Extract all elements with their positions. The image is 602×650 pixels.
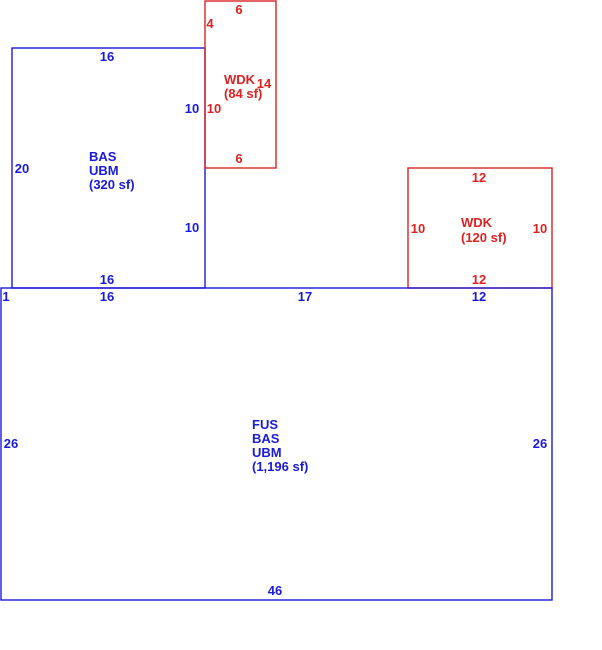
dim-wdk-small-right: 14 (257, 76, 272, 91)
dim-fus-top-b: 17 (298, 289, 312, 304)
area-wdk-right-code: WDK (461, 215, 493, 230)
dim-bas-right-upper: 10 (185, 101, 199, 116)
area-wdk-small-size: (84 sf) (224, 86, 262, 101)
dim-wdk-right-right: 10 (533, 221, 547, 236)
dim-wdk-right-top: 12 (472, 170, 486, 185)
dim-fus-top-a: 16 (100, 289, 114, 304)
dim-wdk-small-left-top: 4 (206, 16, 214, 31)
dim-fus-top-left-small: 1 (2, 289, 9, 304)
fus-main-outline (0, 287, 553, 601)
dim-bas-left: 20 (15, 161, 29, 176)
dim-bas-top: 16 (100, 49, 114, 64)
dim-bas-bottom: 16 (100, 272, 114, 287)
area-fus-code-2: BAS (252, 431, 280, 446)
dim-wdk-right-bottom: 12 (472, 272, 486, 287)
dim-fus-bottom: 46 (268, 583, 282, 598)
dim-bas-right-lower: 10 (185, 220, 199, 235)
dim-wdk-small-top: 6 (235, 2, 242, 17)
dim-fus-right: 26 (533, 436, 547, 451)
area-bas-size: (320 sf) (89, 177, 135, 192)
dim-fus-top-c: 12 (472, 289, 486, 304)
dim-wdk-right-left: 10 (411, 221, 425, 236)
dim-wdk-small-bottom: 6 (235, 151, 242, 166)
area-fus-code-3: UBM (252, 445, 282, 460)
area-fus-size: (1,196 sf) (252, 459, 308, 474)
dim-wdk-small-left: 10 (207, 101, 221, 116)
wdk-small-outline (204, 0, 277, 169)
area-fus-code-1: FUS (252, 417, 278, 432)
dim-fus-left: 26 (4, 436, 18, 451)
area-wdk-right-size: (120 sf) (461, 230, 507, 245)
area-bas-code-1: BAS (89, 149, 117, 164)
area-wdk-small-code: WDK (224, 72, 256, 87)
area-bas-code-2: UBM (89, 163, 119, 178)
